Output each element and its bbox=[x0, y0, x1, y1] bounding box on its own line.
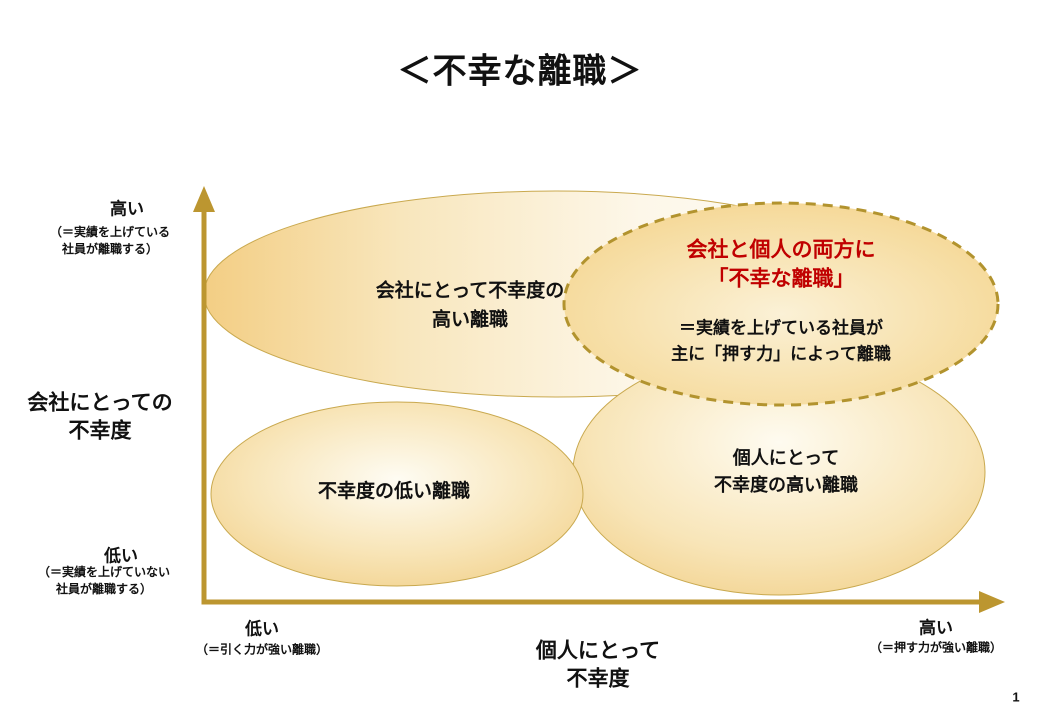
y-axis-title: 会社にとっての 不幸度 bbox=[27, 390, 172, 447]
region-both-unhappy-headline-line2: 「不幸な離職」 bbox=[707, 268, 855, 291]
y-axis-low-note-line2: 社員が離職する） bbox=[55, 582, 153, 596]
x-axis-title: 個人にとって 不幸度 bbox=[536, 638, 660, 695]
region-individual-high-label: 個人にとって 不幸度の高い離職 bbox=[714, 445, 858, 499]
x-axis-high-label: 高い bbox=[919, 618, 953, 638]
region-both-unhappy-headline: 会社と個人の両方に 「不幸な離職」 bbox=[687, 236, 876, 295]
page-title: ＜不幸な離職＞ bbox=[397, 52, 643, 91]
x-axis-title-line1: 個人にとって bbox=[535, 639, 661, 663]
x-axis-low-label: 低い bbox=[245, 619, 279, 639]
region-individual-high-line2: 不幸度の高い離職 bbox=[714, 475, 858, 495]
y-axis-low-note-line1: （＝実績を上げていない bbox=[37, 565, 171, 580]
y-axis-low-note: （＝実績を上げていない 社員が離職する） bbox=[38, 564, 170, 598]
region-both-unhappy-dashed-ellipse bbox=[562, 201, 1000, 407]
y-axis-low-label: 低い bbox=[104, 546, 138, 566]
region-both-unhappy-body: ＝実績を上げている社員が 主に「押す力」によって離職 bbox=[671, 316, 891, 369]
region-company-high-line2: 高い離職 bbox=[431, 309, 509, 330]
region-low-unhappiness-ellipse bbox=[210, 401, 584, 587]
x-axis-high-note: （＝押す力が強い離職） bbox=[869, 640, 1003, 655]
region-both-unhappy-body-line2: 主に「押す力」によって離職 bbox=[671, 345, 891, 364]
region-company-high-line1: 会社にとって不幸度の bbox=[375, 280, 565, 302]
page-number: 1 bbox=[1012, 689, 1020, 705]
x-axis-arrowhead-icon bbox=[979, 591, 1005, 613]
y-axis-title-line2: 不幸度 bbox=[68, 420, 132, 443]
region-both-unhappy-headline-line1: 会社と個人の両方に bbox=[686, 238, 876, 262]
y-axis-high-note-line2: 社員が離職する） bbox=[61, 242, 159, 256]
x-axis-low-note: （＝引く力が強い離職） bbox=[195, 642, 329, 657]
y-axis-high-note: （＝実績を上げている 社員が離職する） bbox=[50, 224, 170, 258]
region-both-unhappy-body-line1: ＝実績を上げている社員が bbox=[678, 318, 883, 338]
y-axis-high-note-line1: （＝実績を上げている bbox=[49, 225, 171, 240]
region-company-high-label: 会社にとって不幸度の 高い離職 bbox=[376, 278, 564, 335]
x-axis-title-line2: 不幸度 bbox=[566, 668, 630, 691]
region-individual-high-line1: 個人にとって bbox=[732, 448, 840, 468]
y-axis-arrowhead-icon bbox=[193, 186, 215, 212]
region-low-unhappiness-label: 不幸度の低い離職 bbox=[317, 480, 471, 502]
y-axis-high-label: 高い bbox=[110, 199, 144, 219]
y-axis-title-line1: 会社にとっての bbox=[27, 391, 173, 415]
